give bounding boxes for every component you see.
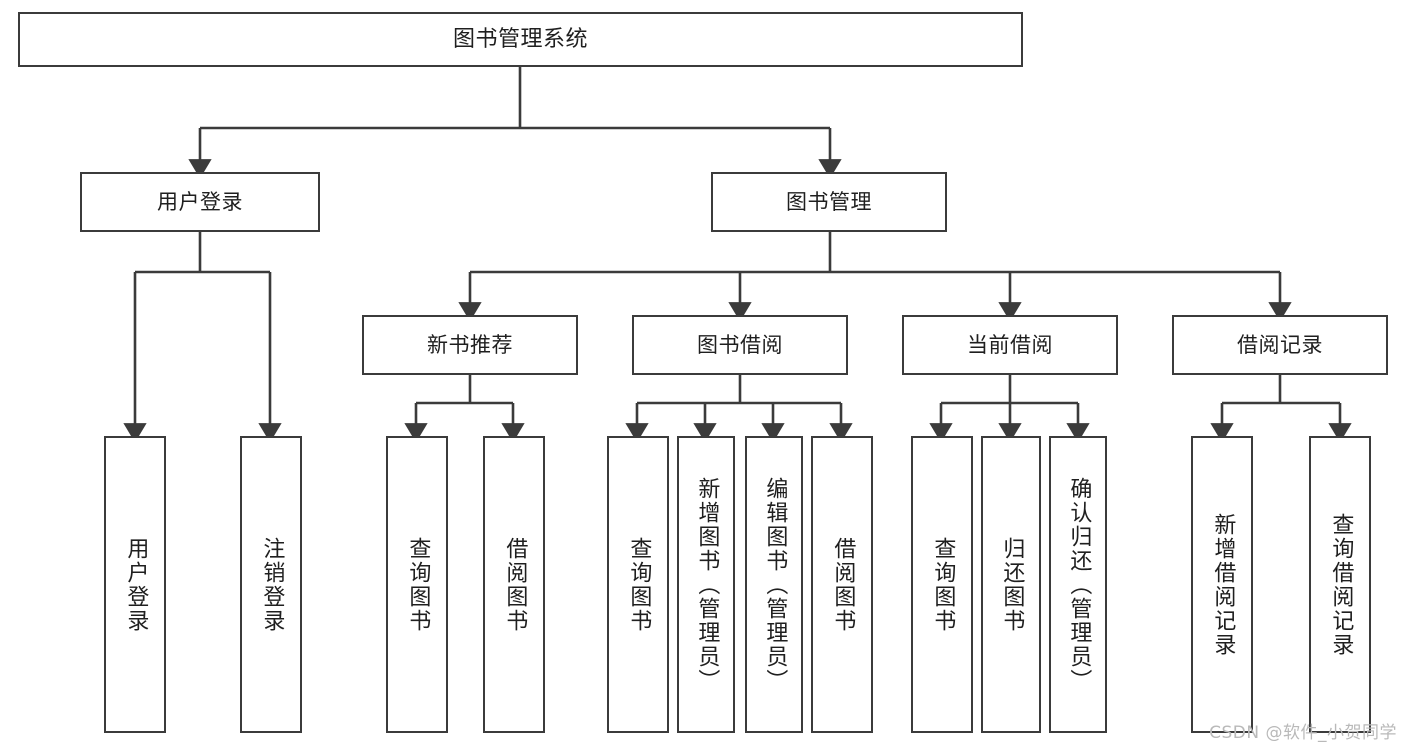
node-current-borrow[interactable]: 当前借阅 [902, 315, 1118, 375]
node-new-book-recommend[interactable]: 新书推荐 [362, 315, 578, 375]
leaf-query-book-current[interactable]: 查询图书 [911, 436, 973, 733]
leaf-add-book-admin[interactable]: 新增图书（管理员） [677, 436, 735, 733]
node-label: 确认归还（管理员） [1066, 476, 1092, 693]
node-label: 用户登录 [157, 189, 243, 214]
node-label: 图书管理系统 [452, 26, 588, 52]
node-label: 查询借阅记录 [1328, 512, 1354, 657]
node-book-borrow[interactable]: 图书借阅 [632, 315, 848, 375]
node-label: 注销登录 [259, 536, 285, 633]
node-label: 查询图书 [405, 536, 431, 633]
node-book-management[interactable]: 图书管理 [711, 172, 947, 232]
leaf-return-book[interactable]: 归还图书 [981, 436, 1041, 733]
leaf-query-borrow-record[interactable]: 查询借阅记录 [1309, 436, 1371, 733]
node-label: 查询图书 [626, 536, 652, 633]
watermark: CSDN @软件_小贺同学 [1209, 723, 1397, 743]
node-label: 查询图书 [930, 536, 956, 633]
leaf-user-login[interactable]: 用户登录 [104, 436, 166, 733]
node-label: 图书管理 [786, 189, 872, 214]
node-label: 借阅图书 [830, 536, 856, 633]
node-label: 借阅记录 [1237, 332, 1323, 357]
leaf-borrow-book[interactable]: 借阅图书 [811, 436, 873, 733]
leaf-logout[interactable]: 注销登录 [240, 436, 302, 733]
leaf-edit-book-admin[interactable]: 编辑图书（管理员） [745, 436, 803, 733]
node-label: 新书推荐 [427, 332, 513, 357]
node-label: 归还图书 [999, 536, 1025, 633]
leaf-add-borrow-record[interactable]: 新增借阅记录 [1191, 436, 1253, 733]
leaf-confirm-return-admin[interactable]: 确认归还（管理员） [1049, 436, 1107, 733]
node-borrow-record[interactable]: 借阅记录 [1172, 315, 1388, 375]
node-user-login[interactable]: 用户登录 [80, 172, 320, 232]
node-label: 新增图书（管理员） [694, 476, 720, 693]
leaf-borrow-book-recommend[interactable]: 借阅图书 [483, 436, 545, 733]
node-label: 当前借阅 [967, 332, 1053, 357]
leaf-query-book-borrow[interactable]: 查询图书 [607, 436, 669, 733]
node-label: 新增借阅记录 [1210, 512, 1236, 657]
leaf-query-book-recommend[interactable]: 查询图书 [386, 436, 448, 733]
node-label: 图书借阅 [697, 332, 783, 357]
node-label: 借阅图书 [502, 536, 528, 633]
node-label: 编辑图书（管理员） [762, 476, 788, 693]
node-label: 用户登录 [123, 536, 149, 633]
node-root-system[interactable]: 图书管理系统 [18, 12, 1023, 67]
